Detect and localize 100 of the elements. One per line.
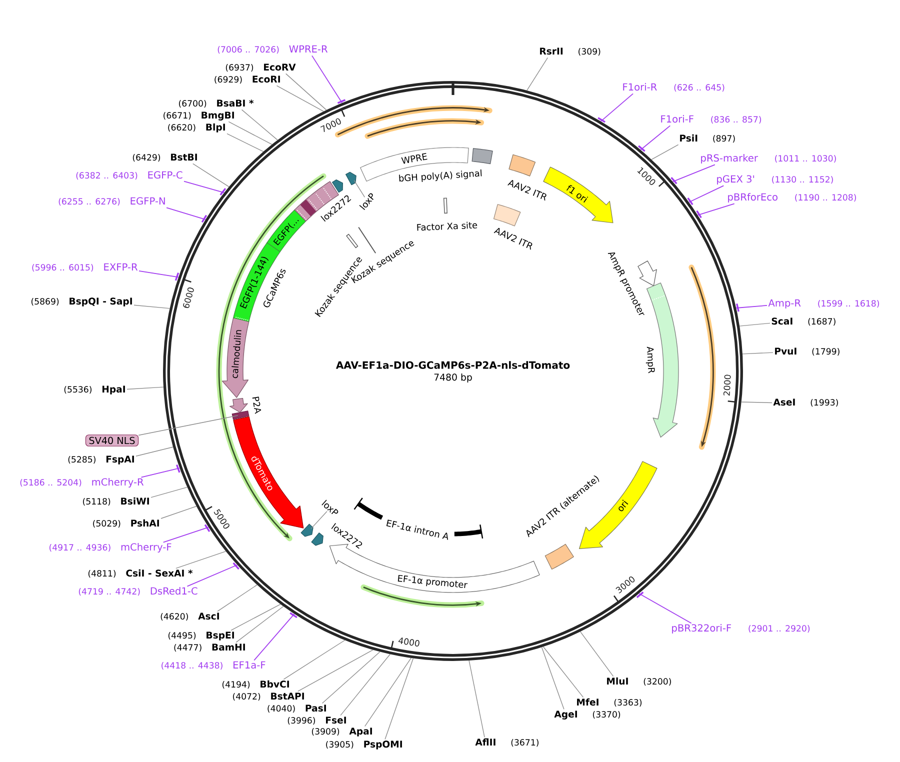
site-label: BlpI bbox=[206, 123, 225, 132]
feature-band bbox=[345, 172, 356, 186]
position-label: (1799) bbox=[812, 348, 840, 356]
position-label: (4719 .. 4742) bbox=[78, 588, 140, 596]
feature-label: Factor Xa site bbox=[417, 222, 478, 231]
plasmid-name: AAV-EF1a-DIO-GCaMP6s-P2A-nls-dTomato bbox=[336, 361, 570, 369]
position-label: (6937) bbox=[226, 64, 254, 72]
site-label: BsaBI * bbox=[217, 100, 254, 107]
position-label: (1687) bbox=[808, 318, 836, 326]
feature-label: loxP bbox=[322, 500, 338, 514]
primer-label: EF1a-F bbox=[234, 661, 266, 669]
leader-line bbox=[236, 606, 284, 643]
primer-label: mCherry-F bbox=[121, 543, 172, 553]
leader-line bbox=[162, 526, 210, 543]
position-label: (3370) bbox=[592, 710, 620, 719]
scale-number: 4000 bbox=[398, 638, 420, 647]
leader-line bbox=[742, 352, 774, 354]
position-label: (4194) bbox=[222, 680, 250, 689]
leader-line bbox=[310, 511, 328, 530]
leader-line bbox=[468, 660, 485, 738]
site-label: MluI bbox=[607, 677, 628, 685]
leader-line bbox=[688, 185, 724, 203]
site-label: AseI bbox=[773, 398, 795, 406]
primer-label: WPRE-R bbox=[289, 45, 328, 52]
leader-line bbox=[166, 207, 206, 220]
leader-line bbox=[184, 180, 225, 194]
position-label: (4477) bbox=[174, 644, 202, 652]
leader-line bbox=[739, 322, 770, 326]
leader-line bbox=[276, 85, 324, 112]
primer-label: pBRforEco bbox=[728, 193, 778, 203]
leader-line bbox=[176, 550, 226, 569]
leader-line bbox=[580, 631, 614, 677]
leader-line bbox=[136, 446, 174, 456]
position-label: (6429) bbox=[132, 154, 160, 162]
primer-label: pBR322ori-F bbox=[672, 624, 731, 634]
position-label: (4072) bbox=[233, 692, 260, 701]
primer-label: pRS-marker bbox=[701, 154, 758, 164]
primer-label: EGFP-N bbox=[130, 197, 165, 205]
primer-label: mCherry-R bbox=[92, 478, 144, 488]
feature-tag: SV40 NLS bbox=[85, 434, 139, 446]
leader-line bbox=[192, 163, 230, 188]
leader-line bbox=[140, 468, 180, 478]
position-label: (5536) bbox=[64, 386, 92, 394]
leader-line bbox=[312, 55, 343, 104]
site-label: BstAPI bbox=[271, 692, 304, 700]
leader-line bbox=[298, 649, 374, 692]
feature-band bbox=[300, 524, 314, 537]
site-label: PasI bbox=[306, 704, 326, 712]
site-label: BmgBI bbox=[202, 112, 234, 120]
site-label: HpaI bbox=[102, 386, 125, 394]
position-label: (6255 .. 6276) bbox=[58, 198, 120, 206]
leader-line bbox=[138, 270, 180, 278]
position-label: (4917 .. 4936) bbox=[50, 544, 110, 552]
leader-line bbox=[241, 109, 278, 140]
site-label: RsrII bbox=[540, 48, 563, 55]
leader-line bbox=[651, 144, 679, 160]
primer-label: pGEX 3' bbox=[717, 175, 754, 185]
leader-line bbox=[283, 640, 346, 680]
leader-line bbox=[322, 651, 380, 704]
primer-label: Amp-R bbox=[768, 299, 801, 309]
leader-line bbox=[254, 613, 295, 661]
position-label: (6620) bbox=[168, 124, 196, 132]
position-label: (309) bbox=[578, 48, 600, 56]
site-label: AflII bbox=[475, 738, 496, 746]
leader-line bbox=[600, 93, 634, 122]
feature-label: AAV2 ITR bbox=[494, 228, 532, 250]
position-label: (4811) bbox=[88, 570, 116, 578]
leader-line bbox=[286, 73, 327, 110]
site-label: AgeI bbox=[554, 710, 577, 720]
leader-line bbox=[226, 133, 264, 152]
site-label: BbvCI bbox=[260, 680, 289, 688]
position-label: (1011 .. 1030) bbox=[775, 154, 836, 163]
site-label: ScaI bbox=[772, 318, 792, 325]
position-label: (836 .. 857) bbox=[711, 116, 762, 124]
site-label: PspOMI bbox=[364, 740, 402, 750]
site-label: MfeI bbox=[577, 698, 598, 706]
position-label: (4620) bbox=[160, 612, 188, 621]
position-label: (626 .. 645) bbox=[674, 84, 724, 92]
leader-line bbox=[672, 164, 716, 182]
position-label: (6929) bbox=[214, 76, 242, 84]
site-label: EcoRI bbox=[252, 76, 280, 83]
leader-line bbox=[364, 658, 412, 727]
primer-label: F1ori-R bbox=[623, 83, 657, 91]
position-label: (5029) bbox=[93, 520, 120, 528]
position-label: (3671) bbox=[511, 738, 538, 747]
position-label: (6671) bbox=[164, 112, 191, 120]
leader-line bbox=[186, 564, 238, 587]
leader-line bbox=[542, 646, 584, 698]
site-label: BspQI - SapI bbox=[70, 298, 132, 306]
position-label: (6382 .. 6403) bbox=[76, 172, 138, 180]
leader-line bbox=[230, 604, 281, 631]
position-label: (3363) bbox=[614, 698, 642, 707]
leader-line bbox=[526, 57, 548, 91]
site-label: PshAI bbox=[131, 519, 159, 527]
leader-line bbox=[228, 121, 272, 145]
feature-label: AmpR bbox=[646, 346, 655, 374]
leader-line bbox=[340, 654, 391, 716]
leader-line bbox=[138, 415, 238, 436]
position-label: (4418 .. 4438) bbox=[162, 662, 222, 670]
leader-line bbox=[354, 180, 366, 198]
